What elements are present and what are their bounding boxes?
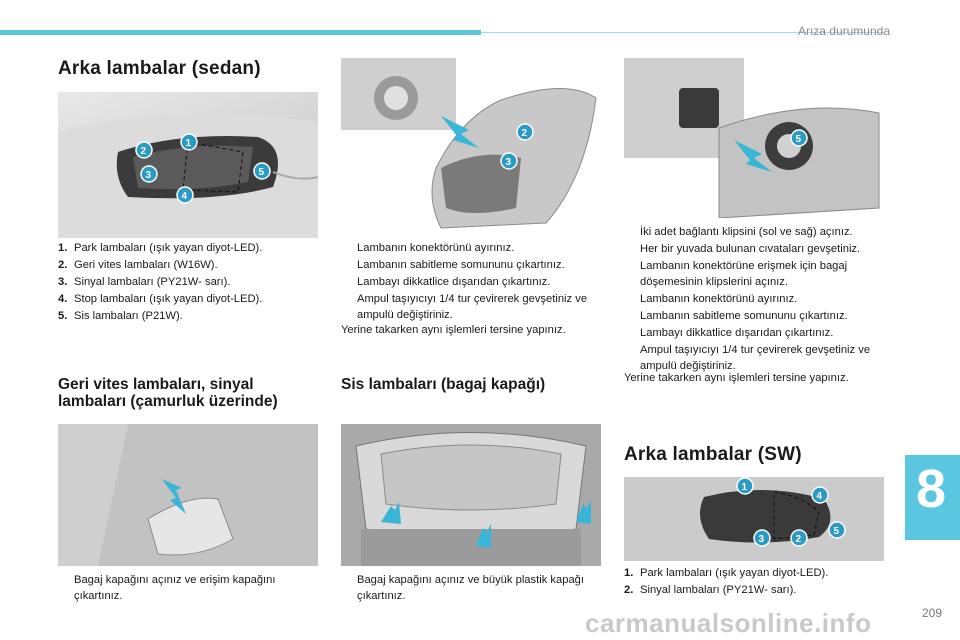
list-item: Lambanın konektörünü ayırınız. — [357, 242, 515, 254]
list-item: 2.Sinyal lambaları (PY21W- sarı). — [624, 584, 797, 596]
list-item: 1.Park lambaları (ışık yayan diyot-LED). — [58, 242, 263, 254]
chapter-number: 8 — [915, 459, 947, 519]
list-item: Bagaj kapağını açınız ve erişim kapağını… — [74, 574, 276, 602]
svg-text:1: 1 — [742, 482, 748, 493]
sw-lamp-list: 1.Park lambaları (ışık yayan diyot-LED).… — [624, 565, 889, 599]
bulb-holder-drawing: 5 — [624, 58, 880, 218]
lamp-removal-illustration: 2 3 — [341, 58, 601, 230]
access-cover-illustration — [58, 424, 318, 566]
svg-text:3: 3 — [759, 534, 765, 545]
sedan-lamp-drawing: 1 2 3 4 5 — [58, 114, 318, 238]
svg-text:4: 4 — [182, 191, 188, 202]
list-item: Lambanın sabitleme somununu çıkartınız. — [640, 310, 848, 322]
sedan-lamp-list: 1.Park lambaları (ışık yayan diyot-LED).… — [58, 240, 323, 325]
chapter-tab — [905, 455, 960, 540]
sw-rear-lamp-illustration: 1 4 5 2 3 — [624, 477, 884, 561]
trunk-lid-drawing — [341, 424, 601, 566]
list-item: Ampul taşıyıcıyı 1/4 tur çevirerek gevşe… — [640, 344, 871, 372]
svg-text:2: 2 — [796, 534, 802, 545]
svg-text:1: 1 — [186, 138, 192, 149]
mid-steps-list: Lambanın konektörünü ayırınız. Lambanın … — [341, 240, 603, 324]
arrow-icon — [576, 500, 591, 524]
arrow-icon — [162, 479, 186, 514]
svg-text:2: 2 — [522, 128, 528, 139]
reverse-lamp-steps: Bagaj kapağını açınız ve erişim kapağını… — [58, 572, 320, 605]
list-item: İki adet bağlantı klipsini (sol ve sağ) … — [640, 226, 853, 238]
list-item: Lambayı dikkatlice dışarıdan çıkartınız. — [640, 327, 834, 339]
list-item: 4.Stop lambaları (ışık yayan diyot-LED). — [58, 293, 263, 305]
svg-text:4: 4 — [817, 491, 823, 502]
watermark: carmanualsonline.info — [585, 608, 872, 638]
list-item: Lambanın konektörünü ayırınız. — [640, 293, 798, 305]
arrow-icon — [734, 140, 772, 172]
sw-lamp-drawing: 1 4 5 2 3 — [624, 477, 884, 561]
section-title-reverse-lamps: Geri vites lambaları, sinyal lambaları (… — [58, 376, 278, 410]
section-title-fog-lamps: Sis lambaları (bagaj kapağı) — [341, 376, 546, 393]
list-item: Lambanın konektörüne erişmek için bagaj … — [640, 260, 848, 288]
arrow-icon — [476, 524, 491, 548]
svg-text:3: 3 — [146, 170, 152, 181]
svg-text:2: 2 — [141, 146, 147, 157]
svg-text:5: 5 — [796, 134, 802, 145]
access-cover-drawing — [58, 424, 318, 566]
list-item: 3.Sinyal lambaları (PY21W- sarı). — [58, 276, 231, 288]
fog-lamp-steps: Bagaj kapağını açınız ve büyük plastik k… — [341, 572, 603, 605]
callout-badges-sedan: 1 2 3 4 5 — [135, 133, 271, 204]
list-item: Ampul taşıyıcıyı 1/4 tur çevirerek gevşe… — [357, 293, 588, 321]
section-title-sw: Arka lambalar (SW) — [624, 444, 802, 465]
svg-text:5: 5 — [834, 526, 840, 537]
right-steps-list: İki adet bağlantı klipsini (sol ve sağ) … — [624, 224, 889, 375]
header-accent-bar — [0, 30, 481, 35]
svg-text:5: 5 — [259, 167, 265, 178]
arrow-icon — [381, 502, 401, 524]
running-title: Arıza durumunda — [797, 24, 890, 38]
list-item: Her bir yuvada bulunan cıvataları gevşet… — [640, 243, 861, 255]
lamp-removal-drawing: 2 3 — [341, 58, 597, 229]
page-number: 209 — [921, 606, 942, 620]
list-item: 2.Geri vites lambaları (W16W). — [58, 259, 218, 271]
arrow-icon — [441, 116, 479, 148]
bulb-holder-illustration: 5 — [624, 58, 884, 218]
list-item: Bagaj kapağını açınız ve büyük plastik k… — [357, 574, 585, 602]
list-item: Lambayı dikkatlice dışarıdan çıkartınız. — [357, 276, 551, 288]
list-item: 1.Park lambaları (ışık yayan diyot-LED). — [624, 567, 829, 579]
sedan-rear-lamp-illustration: 1 2 3 4 5 — [58, 92, 318, 238]
header-rule — [481, 32, 885, 33]
list-item: Lambanın sabitleme somununu çıkartınız. — [357, 259, 565, 271]
list-item: 5.Sis lambaları (P21W). — [58, 310, 183, 322]
trunk-lid-illustration — [341, 424, 601, 566]
right-reverse-note: Yerine takarken aynı işlemleri tersine y… — [624, 372, 849, 384]
section-title-sedan: Arka lambalar (sedan) — [58, 58, 261, 79]
mid-reverse-note: Yerine takarken aynı işlemleri tersine y… — [341, 324, 566, 336]
svg-text:3: 3 — [506, 157, 512, 168]
